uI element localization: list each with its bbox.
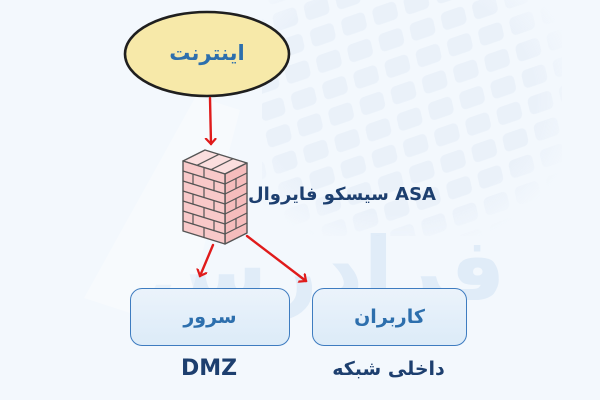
arrow-firewall-to-server bbox=[200, 243, 215, 276]
background-tile-pattern bbox=[262, 0, 562, 236]
arrow-firewall-to-users bbox=[245, 234, 306, 281]
internal-network-caption: شبکه‎ داخلی bbox=[332, 358, 445, 380]
server-node-box: سرور bbox=[130, 288, 290, 346]
server-node-label: سرور bbox=[183, 306, 237, 328]
arrow-internet-to-firewall bbox=[210, 96, 211, 144]
firewall-label: فایروال‎ سیسکو‎ ASA bbox=[248, 184, 436, 205]
dmz-zone-caption: DMZ bbox=[180, 356, 238, 381]
users-node-label: کاربران bbox=[354, 306, 425, 328]
internet-cloud-ellipse bbox=[123, 10, 291, 98]
firewall-brick-wall-icon bbox=[182, 149, 248, 245]
internet-node-label: اینترنت bbox=[169, 41, 245, 65]
users-node-box: کاربران bbox=[312, 288, 467, 346]
